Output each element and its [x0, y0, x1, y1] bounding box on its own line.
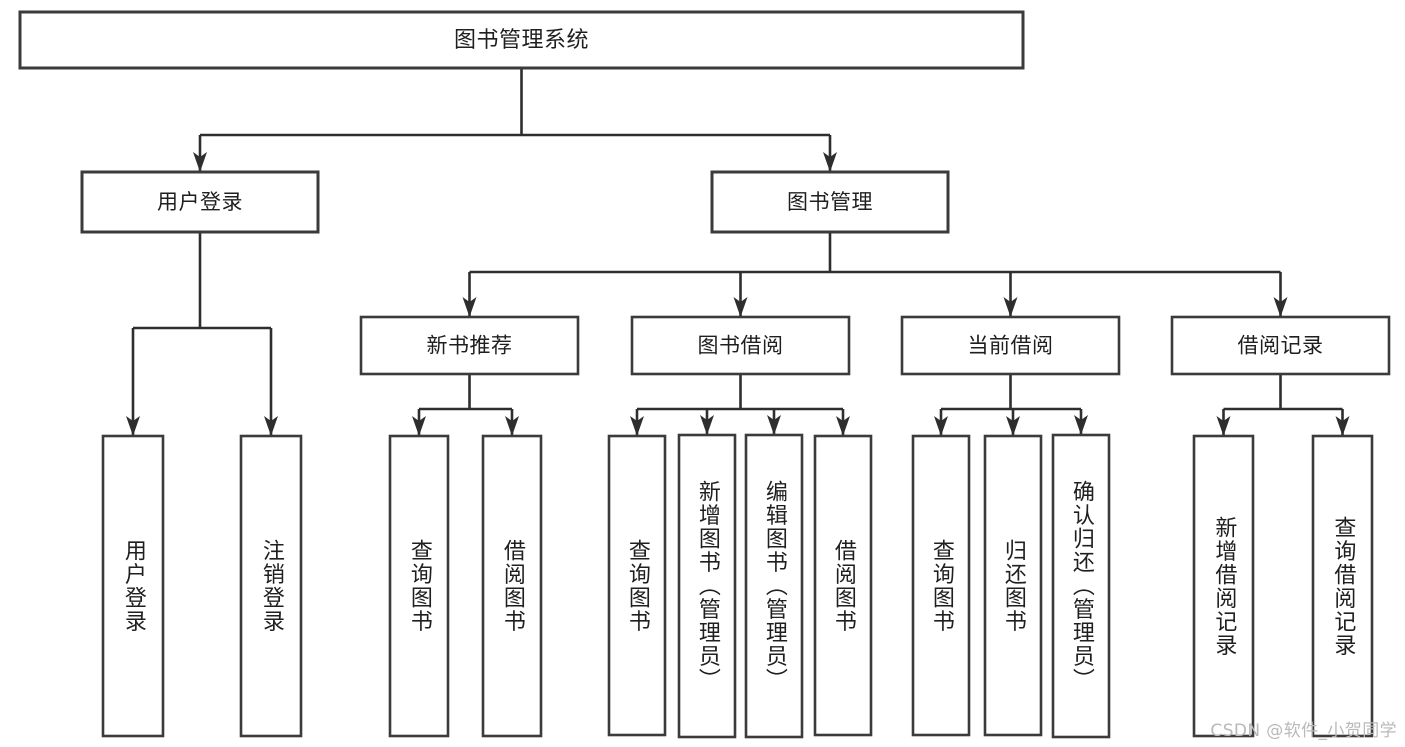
arrow-head-icon — [1216, 416, 1231, 436]
leaf-box-leaf-add-book[interactable] — [677, 433, 737, 739]
leaf-box-leaf-borrow-book-1[interactable] — [481, 434, 543, 738]
arrow-head-icon — [630, 416, 644, 436]
node-root-label: 图书管理系统 — [454, 28, 589, 53]
arrow-head-icon — [1003, 297, 1018, 317]
arrow-head-icon — [193, 152, 207, 172]
node-l3-label-borrow-record: 借阅记录 — [1238, 334, 1324, 358]
node-l2-label-book-management: 图书管理 — [787, 190, 873, 214]
arrow-head-icon — [767, 415, 781, 435]
arrow-head-icon — [462, 297, 477, 317]
arrow-head-icon — [700, 415, 714, 435]
leaf-box-leaf-user-login[interactable] — [101, 434, 165, 738]
arrow-head-icon — [733, 297, 748, 317]
arrow-head-icon — [1335, 416, 1350, 436]
node-box-layer — [18, 10, 1391, 739]
leaf-box-leaf-logout[interactable] — [239, 434, 303, 738]
leaf-box-leaf-query-book-2[interactable] — [607, 434, 667, 737]
arrow-head-icon — [1006, 416, 1020, 436]
leaf-box-leaf-query-book-3[interactable] — [911, 434, 971, 737]
node-l3-box-new-book-recommend[interactable] — [359, 315, 580, 376]
node-l2-box-book-management[interactable] — [710, 170, 950, 234]
leaf-box-leaf-borrow-book-2[interactable] — [813, 434, 873, 737]
node-l3-box-borrow-record[interactable] — [1170, 315, 1391, 376]
arrow-head-icon — [264, 416, 278, 436]
node-l3-label-book-borrow: 图书借阅 — [698, 334, 784, 358]
arrow-head-icon — [412, 416, 426, 436]
leaf-box-leaf-add-record[interactable] — [1192, 434, 1255, 738]
leaf-box-leaf-edit-book[interactable] — [744, 433, 804, 739]
node-l2-box-user-login[interactable] — [80, 170, 320, 234]
arrow-head-icon — [126, 416, 140, 436]
watermark-text: CSDN @软件_小贺同学 — [1210, 721, 1397, 741]
node-l3-box-book-borrow[interactable] — [630, 315, 851, 376]
arrow-head-icon — [836, 416, 850, 436]
arrow-head-icon — [934, 416, 948, 436]
node-root-box[interactable] — [18, 10, 1025, 70]
arrow-head-icon — [505, 416, 519, 436]
arrow-head-icon — [823, 152, 837, 172]
arrow-head-icon — [1273, 297, 1288, 317]
connector-layer — [126, 68, 1350, 436]
node-l3-label-new-book-recommend: 新书推荐 — [427, 334, 513, 358]
leaf-box-leaf-query-record[interactable] — [1311, 434, 1374, 738]
node-l2-label-user-login: 用户登录 — [157, 190, 243, 214]
leaf-box-leaf-query-book-1[interactable] — [388, 434, 450, 738]
node-l3-box-current-borrow[interactable] — [900, 315, 1121, 376]
arrow-head-icon — [1074, 415, 1088, 435]
leaf-box-leaf-return-book[interactable] — [983, 434, 1043, 737]
node-l3-label-current-borrow: 当前借阅 — [968, 334, 1054, 358]
leaf-box-leaf-confirm-return[interactable] — [1051, 433, 1111, 739]
